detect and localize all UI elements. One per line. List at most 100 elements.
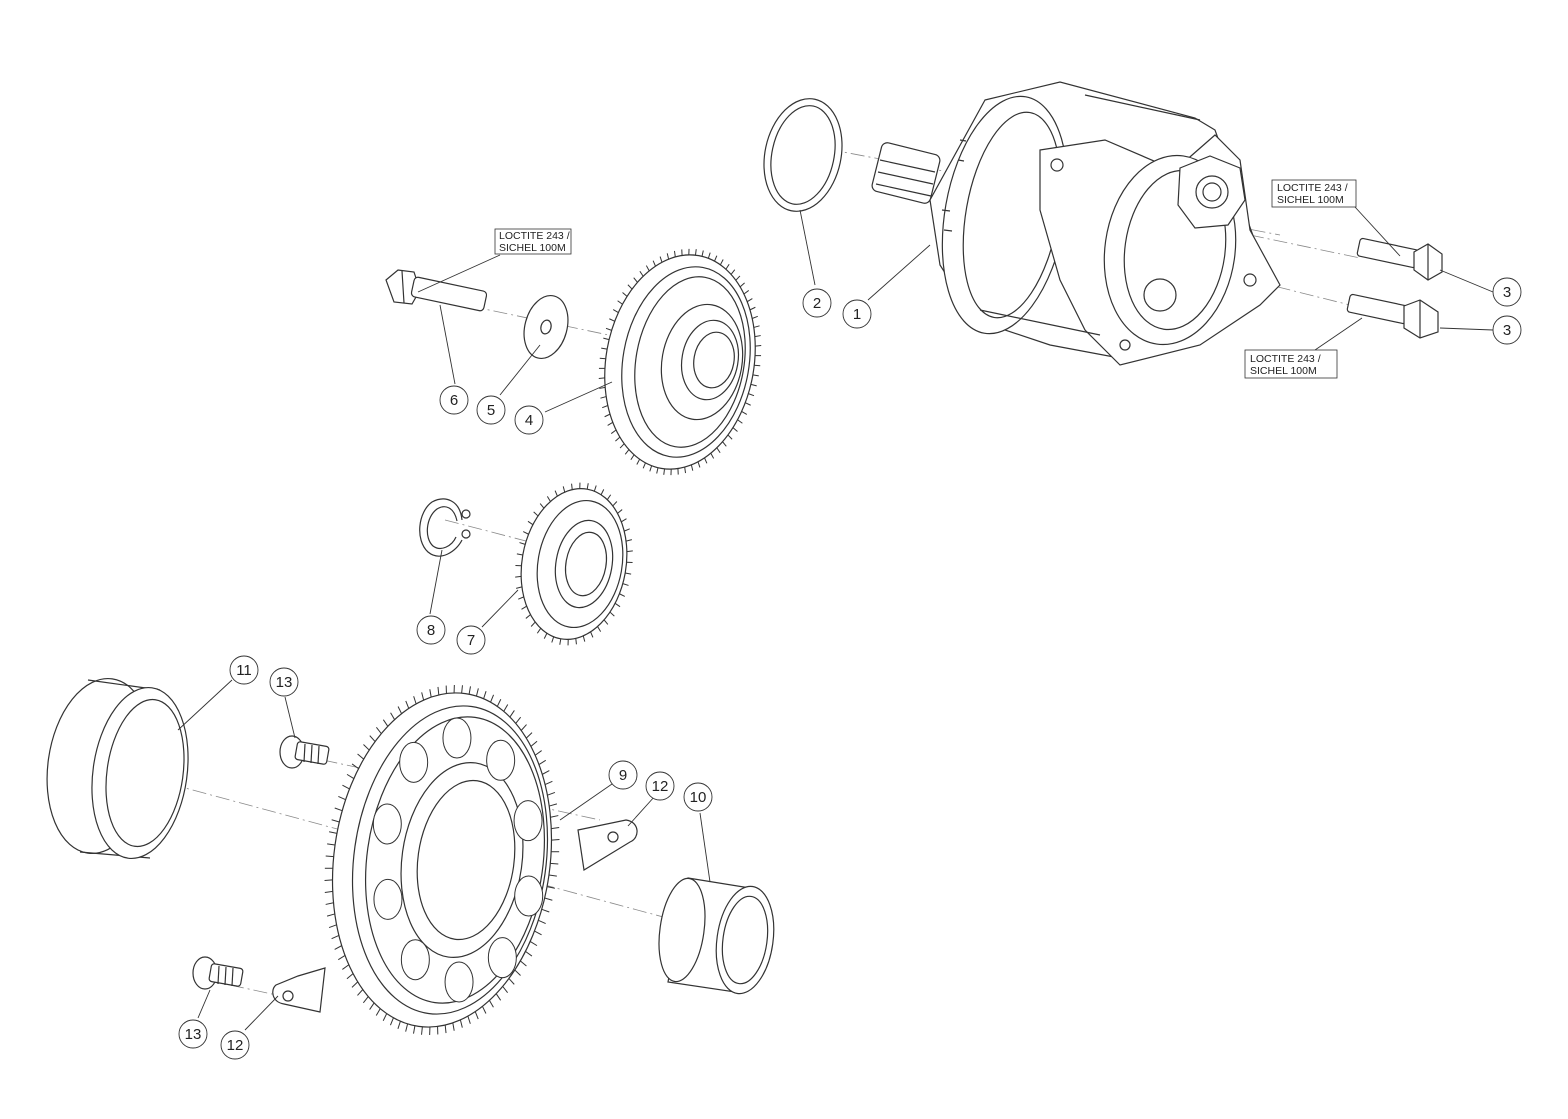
gear-tooth	[628, 285, 632, 289]
gear-tooth	[618, 301, 623, 305]
gear-tooth	[591, 632, 593, 638]
gear-tooth	[624, 529, 630, 531]
gear-tooth	[526, 615, 531, 619]
lightening-hole	[373, 804, 401, 844]
callout-13-upper: 13	[269, 667, 299, 697]
callout-13-lower: 13	[178, 1019, 208, 1049]
gear-tooth	[753, 375, 759, 376]
gear-tooth	[535, 751, 541, 756]
gear-tooth	[609, 319, 614, 322]
gear-tooth	[391, 713, 395, 720]
gear-tooth	[750, 307, 755, 310]
gear-tooth	[742, 411, 747, 414]
gear-tooth	[475, 1012, 478, 1019]
gear-tooth	[503, 986, 508, 992]
gear-tooth	[613, 310, 618, 313]
gear-tooth	[653, 261, 655, 267]
part-13-screw-upper	[280, 736, 329, 768]
gear-tooth	[539, 760, 546, 764]
gear-tooth	[525, 951, 531, 956]
gear-tooth	[715, 256, 717, 262]
gear-tooth	[610, 612, 614, 616]
callout-1: 1	[842, 299, 872, 329]
part-3-bolt-upper	[1357, 238, 1442, 280]
part-9-freewheel-gear	[312, 679, 573, 1042]
gear-tooth	[631, 455, 634, 460]
gear-tooth	[325, 891, 333, 892]
callout-label: 7	[467, 632, 475, 649]
gear-tooth	[551, 827, 559, 828]
gear-tooth	[482, 1006, 486, 1013]
gear-tooth	[430, 689, 431, 697]
gear-tooth	[643, 463, 645, 469]
gear-tooth	[650, 466, 652, 472]
note-line-1: LOCTITE 243 /	[499, 230, 570, 242]
note-line-2: SICHEL 100M	[499, 242, 566, 254]
gear-tooth	[664, 469, 665, 475]
gear-tooth	[623, 292, 628, 296]
gear-tooth	[755, 346, 761, 347]
gear-tooth	[576, 638, 577, 644]
note-line-1: LOCTITE 243 /	[1277, 182, 1348, 194]
gear-tooth	[358, 754, 364, 759]
gear-tooth	[733, 428, 738, 432]
gear-tooth	[640, 271, 643, 276]
callout-label: 8	[427, 622, 435, 639]
gear-tooth	[545, 781, 552, 784]
part-2-o-ring	[754, 91, 852, 218]
part-4-gear	[588, 243, 771, 481]
gear-tooth	[521, 725, 526, 731]
gear-tooth	[352, 764, 358, 769]
gear-tooth	[600, 358, 606, 359]
gear-tooth	[326, 903, 334, 905]
gear-tooth	[621, 519, 626, 522]
gear-tooth	[587, 483, 588, 489]
gear-tooth	[484, 691, 486, 699]
gear-tooth	[646, 266, 649, 271]
part-12-tab-lower	[273, 968, 325, 1012]
gear-tooth	[611, 430, 616, 434]
gear-tooth	[376, 1009, 380, 1016]
gear-tooth	[542, 909, 550, 912]
gear-4-teeth	[599, 249, 761, 475]
gear-tooth	[755, 336, 761, 337]
gear-tooth	[619, 594, 624, 597]
callout-label: 11	[236, 662, 252, 679]
gear-tooth	[728, 435, 732, 439]
gear-tooth	[476, 688, 478, 696]
gear-tooth	[489, 1000, 493, 1007]
gear-tooth	[398, 706, 402, 713]
gear-tooth	[754, 365, 760, 366]
gear-tooth	[547, 496, 550, 501]
gear-tooth	[326, 856, 334, 857]
gear-tooth	[549, 804, 557, 806]
callout-4: 4	[514, 405, 544, 435]
gear-tooth	[540, 504, 544, 509]
gear-tooth	[550, 863, 558, 864]
part-5-washer	[517, 291, 574, 364]
gear-tooth	[453, 1023, 454, 1031]
callout-label: 2	[813, 295, 821, 312]
gear-tooth	[660, 257, 662, 263]
gear-tooth	[547, 887, 555, 889]
gear-tooth	[674, 251, 675, 257]
lightening-hole	[443, 718, 471, 758]
callout-label: 12	[227, 1037, 244, 1054]
callout-label: 10	[690, 789, 707, 806]
gear-tooth	[522, 606, 527, 609]
gear-tooth	[740, 283, 744, 287]
gear-tooth	[738, 420, 743, 424]
gear-tooth	[357, 990, 362, 996]
gear-tooth	[531, 622, 535, 626]
gear-tooth	[606, 328, 612, 330]
gear-tooth	[383, 720, 387, 727]
callout-2: 2	[802, 288, 832, 318]
gear-tooth	[599, 387, 605, 388]
gear-tooth	[342, 785, 349, 789]
lightening-hole	[401, 940, 429, 980]
gear-tooth	[600, 397, 606, 399]
gear-tooth	[754, 326, 760, 328]
gear-tooth	[599, 378, 605, 379]
gear-tooth	[608, 422, 613, 425]
